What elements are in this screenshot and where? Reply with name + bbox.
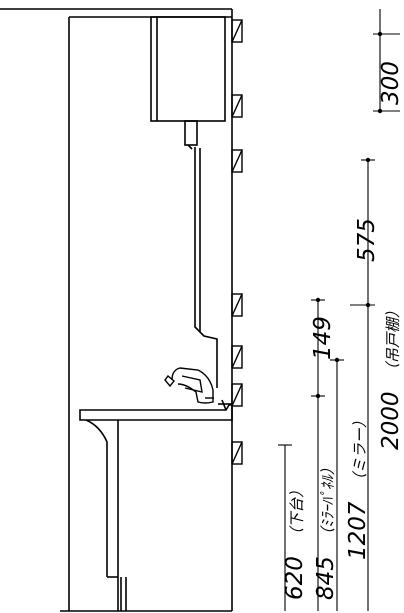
label-1207: 1207 （ミラー） — [345, 413, 371, 560]
svg-text:1207 （ミラー）: 1207 （ミラー） — [345, 413, 371, 560]
base-cabinet — [106, 420, 127, 611]
svg-text:575: 575 — [354, 218, 380, 262]
hanging-cabinet — [150, 16, 226, 122]
svg-text:149: 149 — [310, 316, 336, 360]
lighting-box — [184, 120, 198, 146]
vanity-counter — [79, 399, 233, 450]
mirror-panel — [194, 147, 218, 388]
svg-text:2000 （吊戸棚）: 2000 （吊戸棚） — [378, 303, 404, 450]
label-845: 845 （ﾐﾗｰﾊﾟﾈﾙ） — [313, 460, 339, 600]
label-620: 620 （下台） — [282, 483, 308, 600]
svg-text:620 （下台）: 620 （下台） — [282, 483, 308, 600]
wall-brackets — [231, 19, 243, 465]
faucet — [164, 367, 214, 404]
svg-text:300: 300 — [378, 61, 404, 105]
label-575: 575 — [354, 218, 380, 262]
svg-text:845 （ﾐﾗｰﾊﾟﾈﾙ）: 845 （ﾐﾗｰﾊﾟﾈﾙ） — [313, 460, 339, 600]
label-300: 300 — [378, 61, 404, 105]
label-149: 149 — [310, 316, 336, 360]
label-2000: 2000 （吊戸棚） — [378, 303, 404, 450]
